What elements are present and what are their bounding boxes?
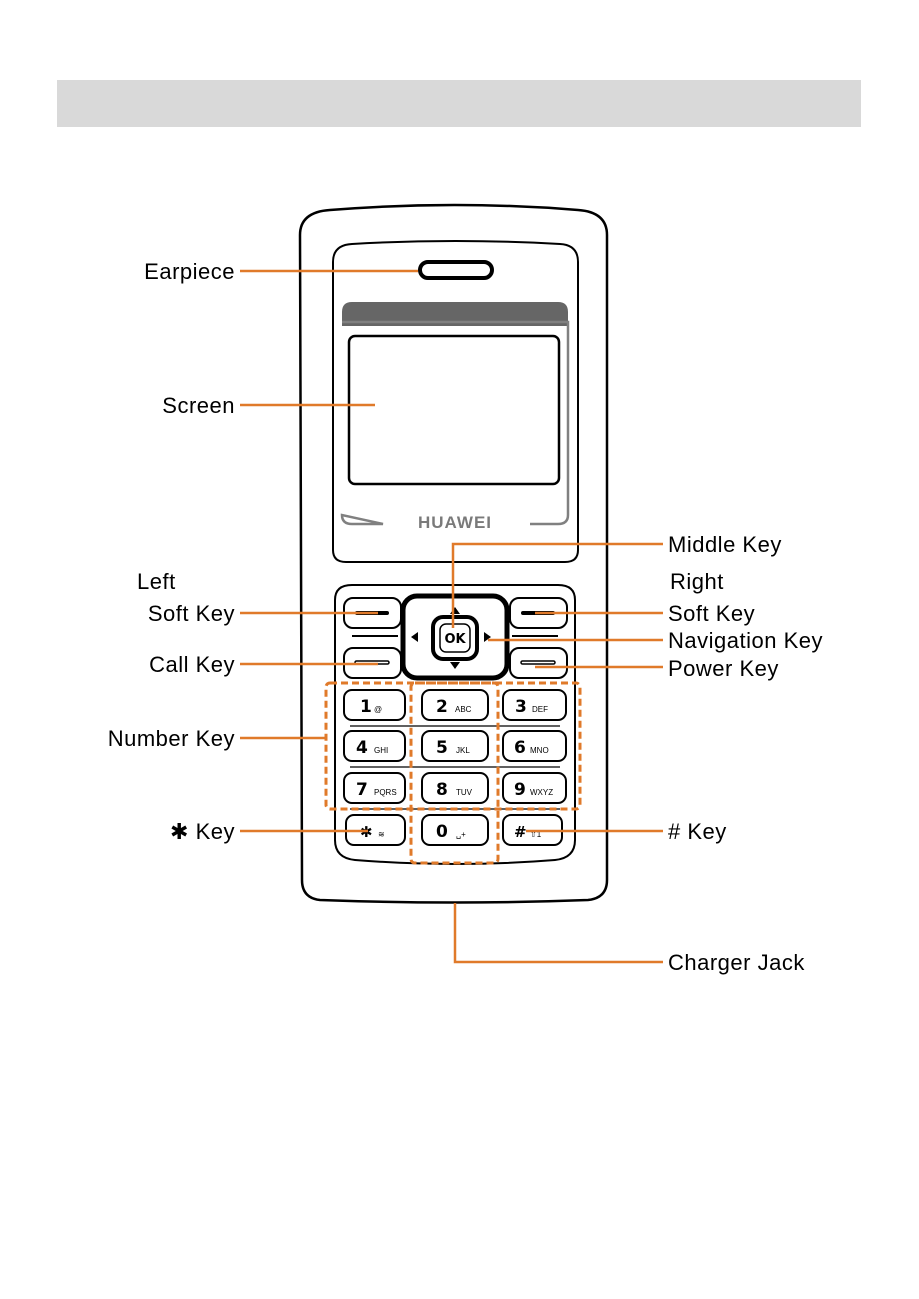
label-left: Left bbox=[137, 569, 176, 594]
key-1-sub: @ bbox=[374, 705, 382, 714]
ok-label: OK bbox=[444, 632, 466, 647]
screen bbox=[349, 336, 559, 484]
power-key[interactable] bbox=[510, 648, 567, 678]
key-1-main: 1 bbox=[360, 697, 372, 717]
key-4-main: 4 bbox=[356, 738, 368, 758]
label-screen: Screen bbox=[162, 393, 235, 418]
hash-key-main: # bbox=[514, 823, 527, 841]
key-0[interactable] bbox=[422, 815, 488, 845]
star-key-sub: ≋ bbox=[378, 830, 385, 839]
charger-jack-leader bbox=[455, 903, 663, 962]
label-number-key: Number Key bbox=[108, 726, 235, 751]
key-5-main: 5 bbox=[436, 738, 448, 758]
key-0-main: 0 bbox=[436, 822, 448, 842]
key-3-main: 3 bbox=[515, 697, 527, 717]
label-left-soft-key: Soft Key bbox=[148, 601, 235, 626]
key-9-sub: WXYZ bbox=[530, 788, 553, 797]
key-8-sub: TUV bbox=[456, 788, 473, 797]
label-call-key: Call Key bbox=[149, 652, 235, 677]
label-right: Right bbox=[670, 569, 724, 594]
key-8[interactable] bbox=[422, 773, 488, 803]
key-6-sub: MNO bbox=[530, 746, 549, 755]
label-earpiece: Earpiece bbox=[144, 259, 235, 284]
label-star-key: ✱ Key bbox=[170, 819, 235, 844]
key-3-sub: DEF bbox=[532, 705, 548, 714]
key-5-sub: JKL bbox=[456, 746, 470, 755]
key-0-sub: ␣+ bbox=[456, 830, 466, 839]
key-8-main: 8 bbox=[436, 780, 448, 800]
label-middle-key: Middle Key bbox=[668, 532, 782, 557]
label-hash-key: # Key bbox=[668, 819, 727, 844]
key-2-sub: ABC bbox=[455, 705, 472, 714]
key-9-main: 9 bbox=[514, 780, 526, 800]
key-6-main: 6 bbox=[514, 738, 526, 758]
label-right-soft-key: Soft Key bbox=[668, 601, 755, 626]
key-7-sub: PQRS bbox=[374, 788, 397, 797]
brand-logo: HUAWEI bbox=[418, 513, 492, 532]
earpiece bbox=[420, 262, 492, 278]
label-navigation-key: Navigation Key bbox=[668, 628, 823, 653]
key-4-sub: GHI bbox=[374, 746, 388, 755]
key-7-main: 7 bbox=[356, 780, 368, 800]
key-5[interactable] bbox=[422, 731, 488, 761]
label-power-key: Power Key bbox=[668, 656, 779, 681]
key-2-main: 2 bbox=[436, 697, 448, 717]
label-charger-jack: Charger Jack bbox=[668, 950, 805, 975]
